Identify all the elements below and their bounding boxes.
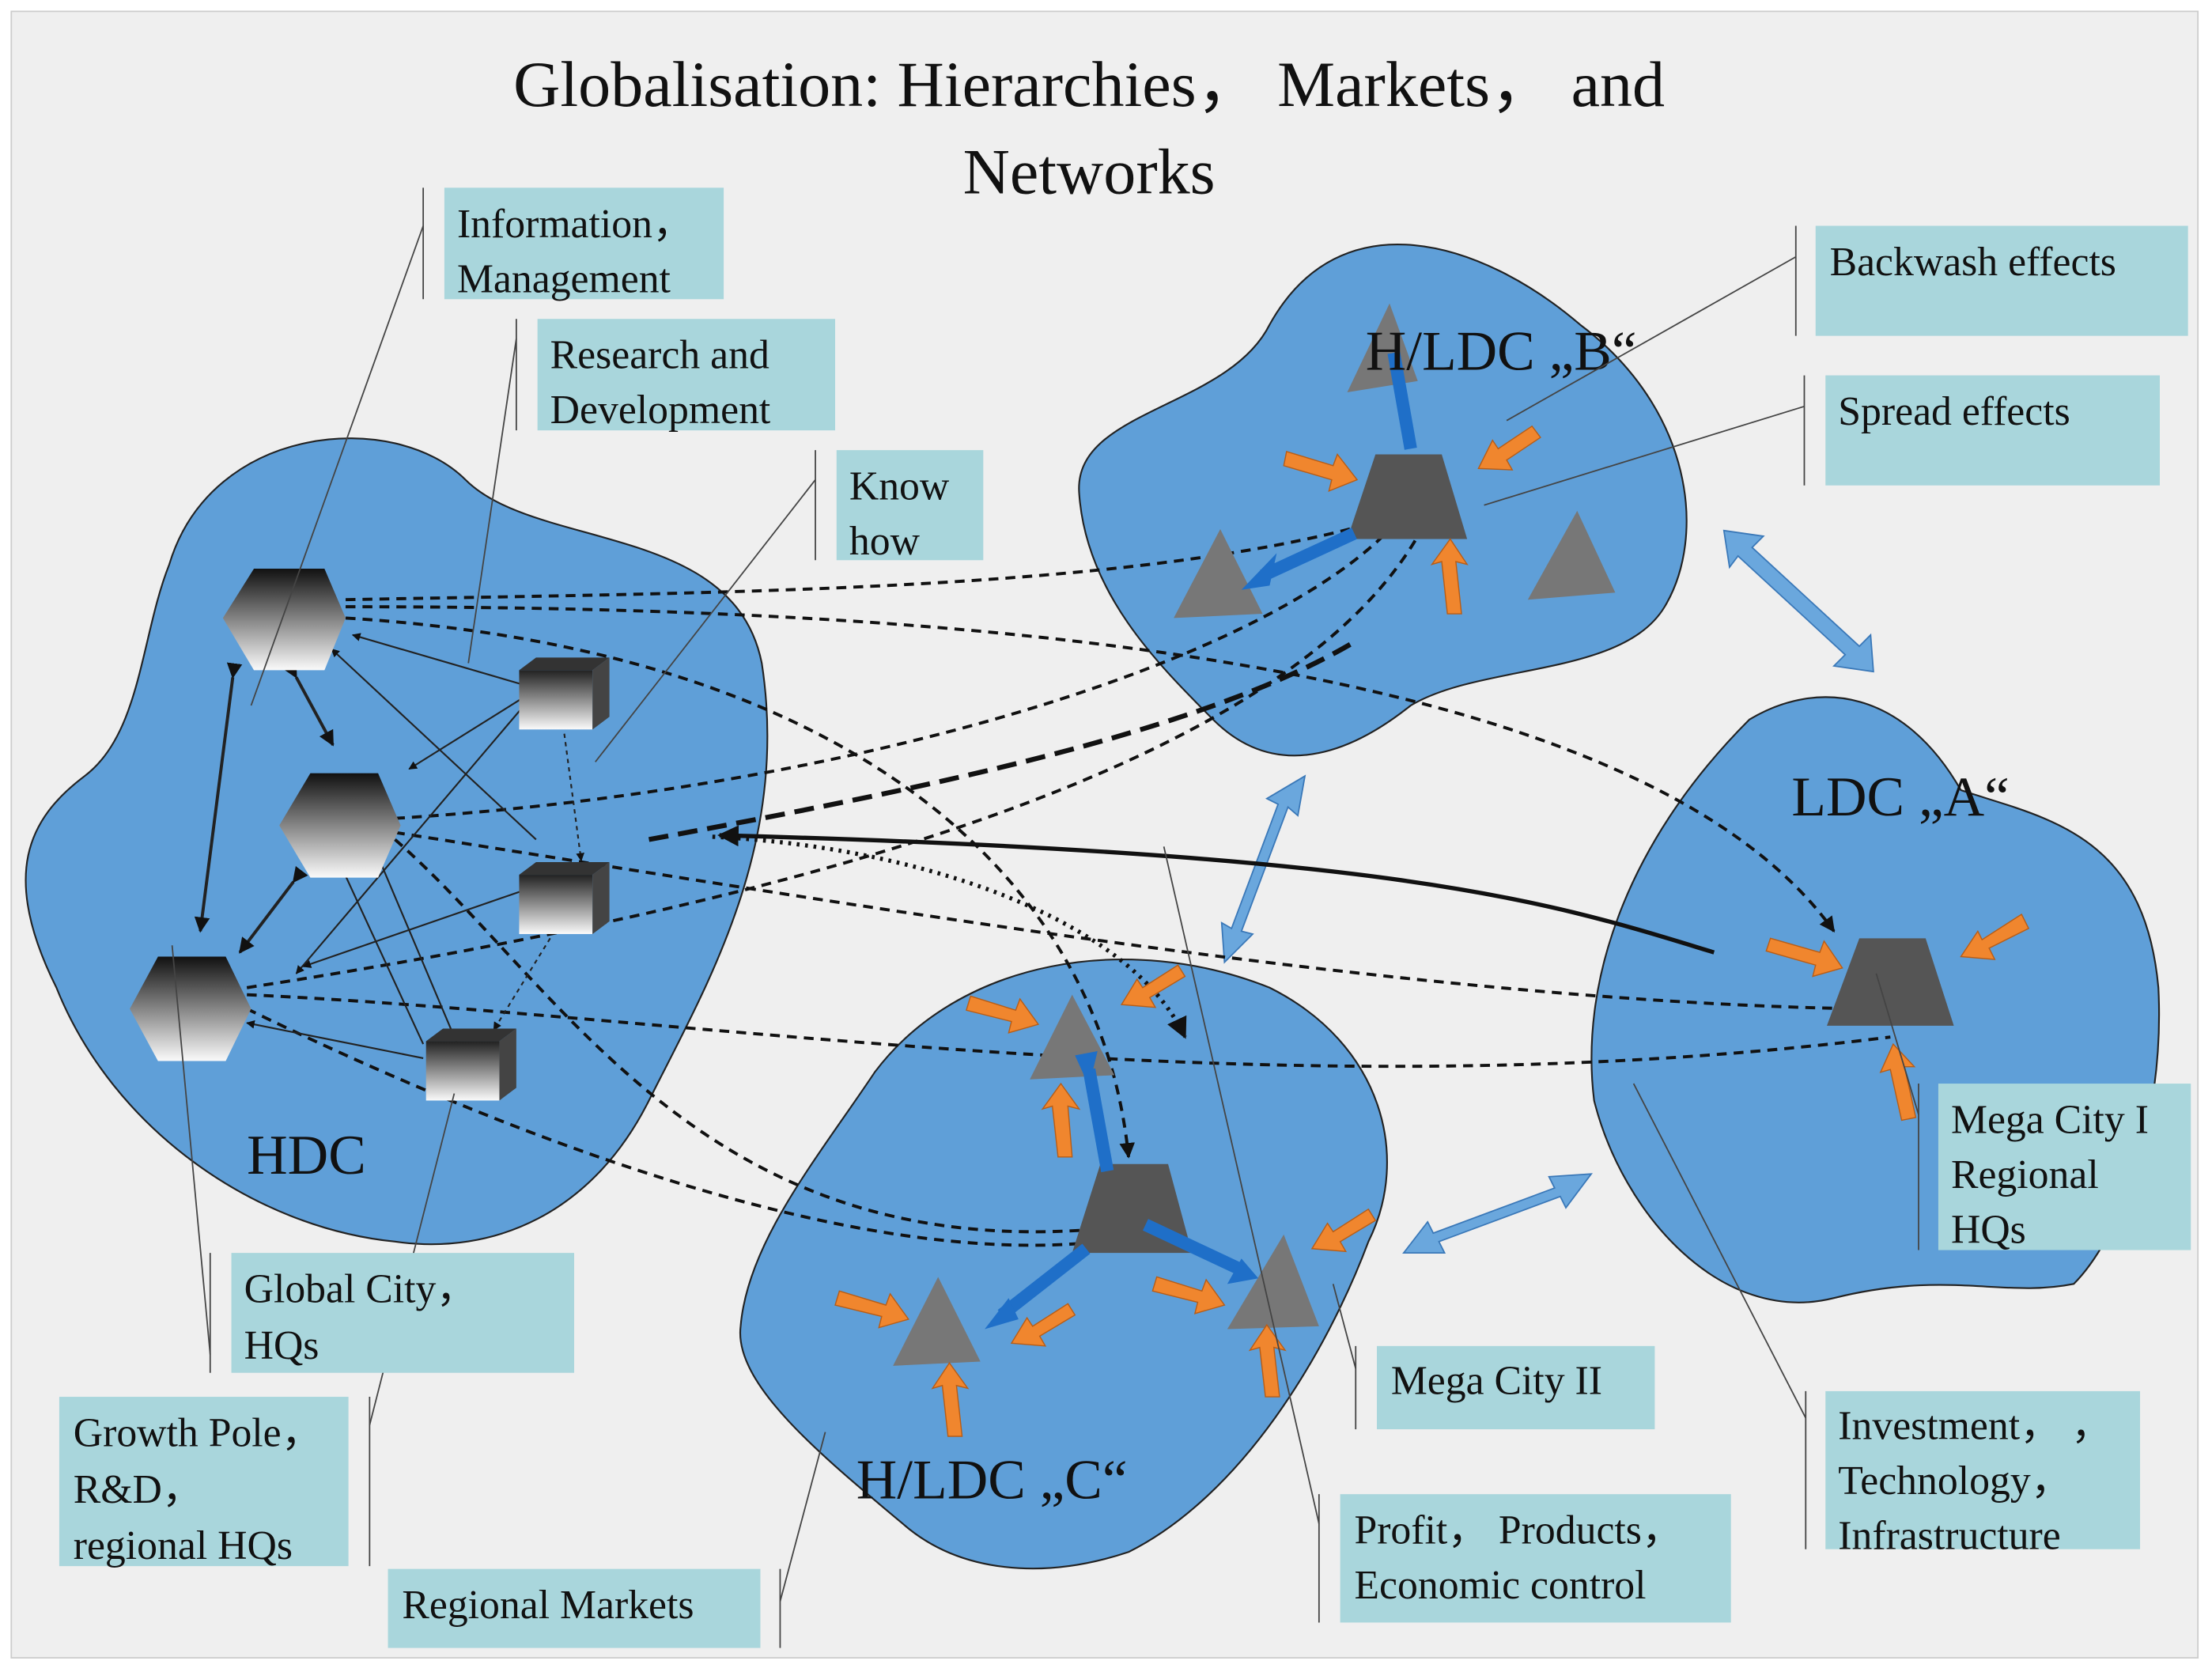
cube-node-icon xyxy=(425,1028,516,1101)
cube-node-icon xyxy=(519,657,610,730)
label-spread-effects: Spread effects xyxy=(1825,375,2160,486)
region-label-a: LDC „A“ xyxy=(1791,766,2009,828)
cube-node-icon xyxy=(519,862,610,934)
title-line-1: Globalisation: Hierarchies， Markets， and xyxy=(513,48,1665,120)
pyramid-icon xyxy=(1227,1234,1319,1330)
hexagon-node-icon xyxy=(279,773,401,878)
label-investment: Investment， ，Technology，Infrastructure xyxy=(1825,1390,2141,1559)
region-label-hdc: HDC xyxy=(247,1124,366,1186)
hexagon-node-icon xyxy=(222,568,346,671)
svg-text:Information，Management: Information，Management xyxy=(457,202,694,302)
trapezoid-city-icon xyxy=(1347,454,1468,539)
exchange-arrows xyxy=(1220,529,1874,1254)
blue-arrows xyxy=(997,351,1417,1320)
label-growth-pole: Growth Pole，R&D，regional HQs xyxy=(59,1397,349,1568)
label-mega-city-2: Mega City II xyxy=(1376,1345,1655,1430)
svg-text:Investment， ，Technology，Infras: Investment， ，Technology，Infrastructure xyxy=(1838,1404,2112,1559)
region-label-c: H/LDC „C“ xyxy=(856,1448,1128,1511)
svg-text:Global City，HQs: Global City，HQs xyxy=(244,1267,478,1368)
pyramid-icon xyxy=(1174,529,1263,618)
pyramid-icon xyxy=(1527,510,1616,600)
label-information-management: Information，Management xyxy=(444,187,724,301)
hexagon-node-icon xyxy=(130,956,251,1061)
hdc-nodes xyxy=(130,568,610,1101)
svg-text:Regional Markets: Regional Markets xyxy=(402,1583,694,1628)
title-line-2: Networks xyxy=(963,135,1216,207)
label-backwash-effects: Backwash effects xyxy=(1815,225,2188,336)
label-global-city: Global City，HQs xyxy=(231,1253,575,1373)
svg-text:Profit， Products，Economic cont: Profit， Products，Economic control xyxy=(1354,1508,1682,1609)
label-regional-markets: Regional Markets xyxy=(388,1568,761,1648)
orange-arrows xyxy=(834,425,2030,1437)
svg-text:Spread effects: Spread effects xyxy=(1838,389,2070,434)
svg-text:Mega City II: Mega City II xyxy=(1391,1358,1602,1403)
label-profit-products: Profit， Products，Economic control xyxy=(1340,1494,1731,1623)
trapezoid-city-icon xyxy=(1827,938,1954,1026)
svg-text:Backwash effects: Backwash effects xyxy=(1830,240,2116,285)
region-label-b: H/LDC „B“ xyxy=(1366,320,1637,382)
pyramid-icon xyxy=(893,1277,981,1366)
svg-text:Growth Pole，R&D，regional HQs: Growth Pole，R&D，regional HQs xyxy=(74,1410,323,1568)
